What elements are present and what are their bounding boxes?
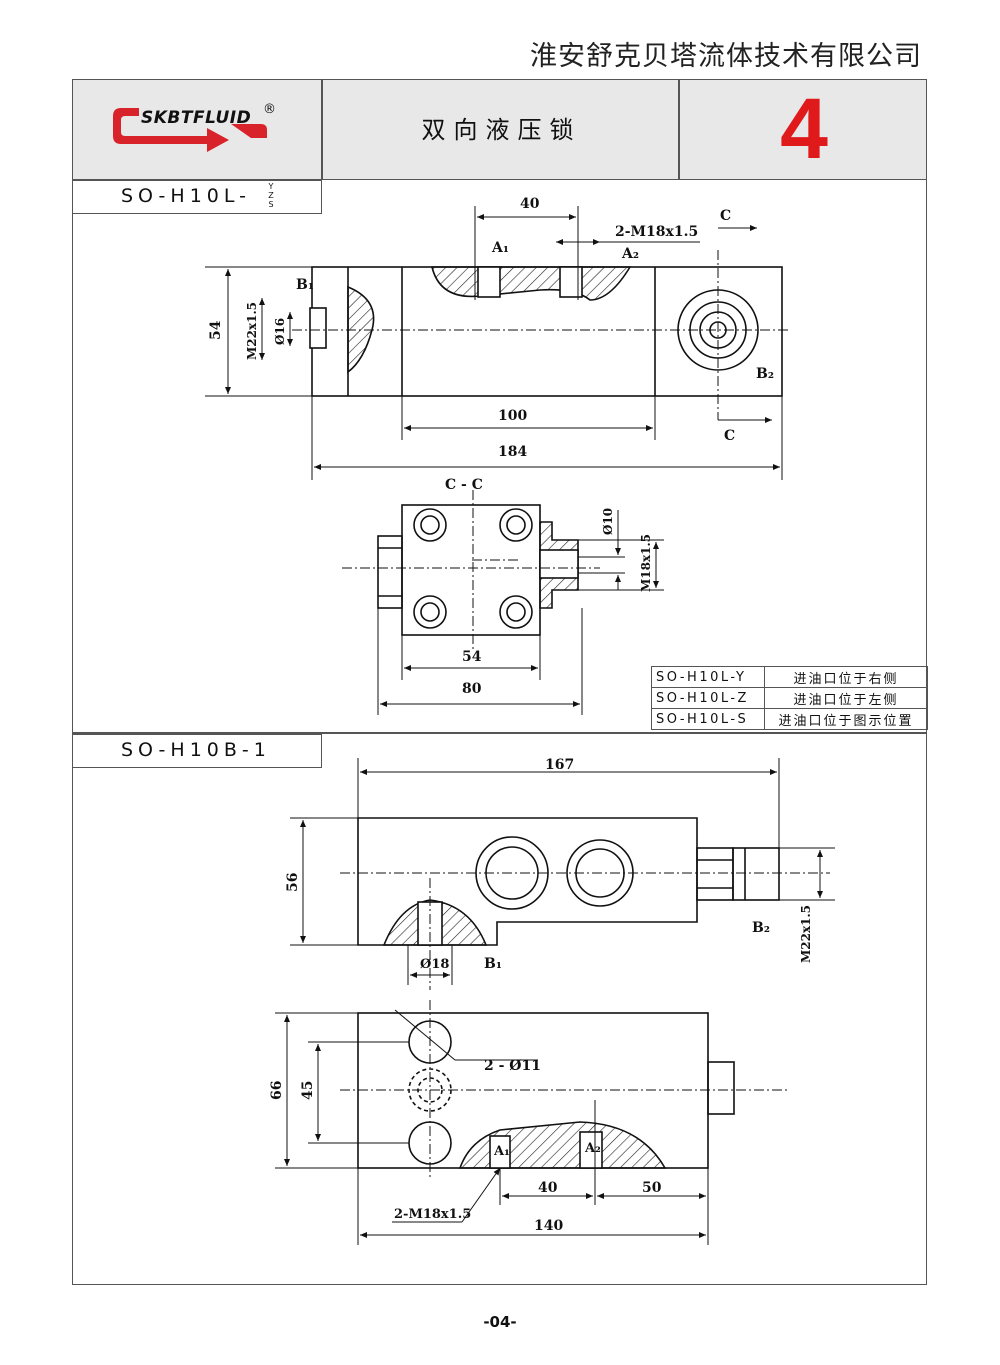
- legend-model: SO-H10L-S: [651, 708, 765, 730]
- variant-z: Z: [268, 191, 274, 200]
- dim-40-b: 40: [538, 1180, 558, 1196]
- dim-d16: Ø16: [273, 318, 287, 345]
- variant-s: S: [268, 200, 274, 209]
- thread-callout: 2-M18x1.5: [615, 224, 698, 240]
- dimension-lines: [290, 758, 835, 985]
- centerlines: [342, 490, 600, 650]
- legend-row: SO-H10L-Z 进油口位于左侧: [651, 687, 928, 709]
- dim-d18: Ø18: [420, 957, 449, 972]
- header-divider: [321, 80, 323, 179]
- variant-legend-table: SO-H10L-Y 进油口位于右侧 SO-H10L-Z 进油口位于左侧 SO-H…: [651, 666, 928, 730]
- page-footer: -04-: [483, 1313, 517, 1331]
- dimension-lines: [377, 510, 664, 715]
- dim-50: 50: [642, 1180, 662, 1196]
- port-a2-label: A₂: [621, 246, 639, 262]
- registered-mark: ®: [263, 102, 276, 117]
- dim-m22: M22x1.5: [799, 905, 813, 963]
- port-b1-label: B₁: [296, 277, 314, 293]
- dimension-lines: [205, 206, 783, 480]
- section-c-bottom: C: [724, 428, 735, 444]
- h10b-top-labels: 2 - Ø11 66 45 A₁ A₂ 40 50 2-M18x1.5 140: [269, 1058, 662, 1234]
- legend-model: SO-H10L-Z: [651, 687, 765, 709]
- dim-m18: M18x1.5: [639, 534, 653, 592]
- logo-text: SKBTFLUID: [141, 108, 252, 128]
- dim-184: 184: [498, 444, 527, 460]
- dim-56: 56: [285, 873, 301, 892]
- section-title: C - C: [445, 477, 483, 493]
- section-c-top: C: [720, 208, 731, 224]
- logo-arrow-icon: [113, 108, 267, 152]
- centerlines: [340, 1000, 790, 1180]
- page-number-badge: 4: [780, 81, 828, 177]
- dimension-lines: [275, 1009, 709, 1245]
- h10b-front-view: [357, 817, 780, 946]
- dim-100: 100: [498, 408, 527, 424]
- model-label: SO-H10L-: [121, 185, 251, 207]
- dim-40: 40: [520, 196, 540, 212]
- legend-desc: 进油口位于左侧: [764, 687, 928, 709]
- h10l-front-view: [309, 266, 783, 397]
- brand-logo: SKBTFLUID ®: [111, 102, 291, 162]
- model-variants: Y Z S: [266, 182, 276, 209]
- h10l-section-view: [377, 504, 579, 636]
- model-tab-h10b: SO-H10B-1: [72, 734, 322, 768]
- legend-desc: 进油口位于图示位置: [764, 708, 928, 730]
- centerlines: [340, 872, 830, 990]
- dim-140: 140: [534, 1218, 563, 1234]
- legend-row: SO-H10L-Y 进油口位于右侧: [651, 666, 928, 688]
- company-name: 淮安舒克贝塔流体技术有限公司: [530, 41, 922, 72]
- centerlines: [292, 250, 790, 561]
- port-a1-label: A₁: [491, 240, 509, 256]
- dim-167: 167: [545, 757, 574, 773]
- variant-y: Y: [268, 182, 274, 191]
- header-bar: SKBTFLUID ® 双向液压锁 4: [72, 79, 927, 180]
- port-b2-label: B₂: [756, 366, 774, 382]
- dim-66: 66: [269, 1081, 285, 1100]
- dim-54: 54: [208, 320, 224, 340]
- model-label: SO-H10B-1: [121, 739, 271, 761]
- thread-callout-b: 2-M18x1.5: [394, 1207, 471, 1222]
- h10l-labels: 40 2-M18x1.5 A₁ A₂ C C B₁ B₂ 54 M22x1.5 …: [208, 196, 774, 460]
- section-labels: C - C Ø10 M18x1.5 54 80: [445, 477, 653, 697]
- legend-row: SO-H10L-S 进油口位于图示位置: [651, 708, 928, 730]
- dim-45: 45: [300, 1081, 316, 1100]
- model-tab-h10l: SO-H10L- Y Z S: [72, 180, 322, 214]
- port-a2-label: A₂: [584, 1141, 601, 1156]
- port-b2-label: B₂: [752, 920, 770, 936]
- dim-m22: M22x1.5: [245, 302, 259, 360]
- header-divider: [678, 80, 680, 179]
- legend-model: SO-H10L-Y: [651, 666, 765, 688]
- dim-d10: Ø10: [601, 508, 615, 535]
- port-a1-label: A₁: [493, 1144, 510, 1159]
- h10b-labels: 167 56 Ø18 B₁ B₂ M22x1.5: [285, 757, 813, 972]
- section-divider: [72, 732, 927, 734]
- holes-callout: 2 - Ø11: [484, 1058, 541, 1074]
- dim-80: 80: [462, 681, 482, 697]
- port-b1-label: B₁: [484, 956, 502, 972]
- dim-54-section: 54: [462, 649, 482, 665]
- page-title: 双向液压锁: [421, 116, 582, 144]
